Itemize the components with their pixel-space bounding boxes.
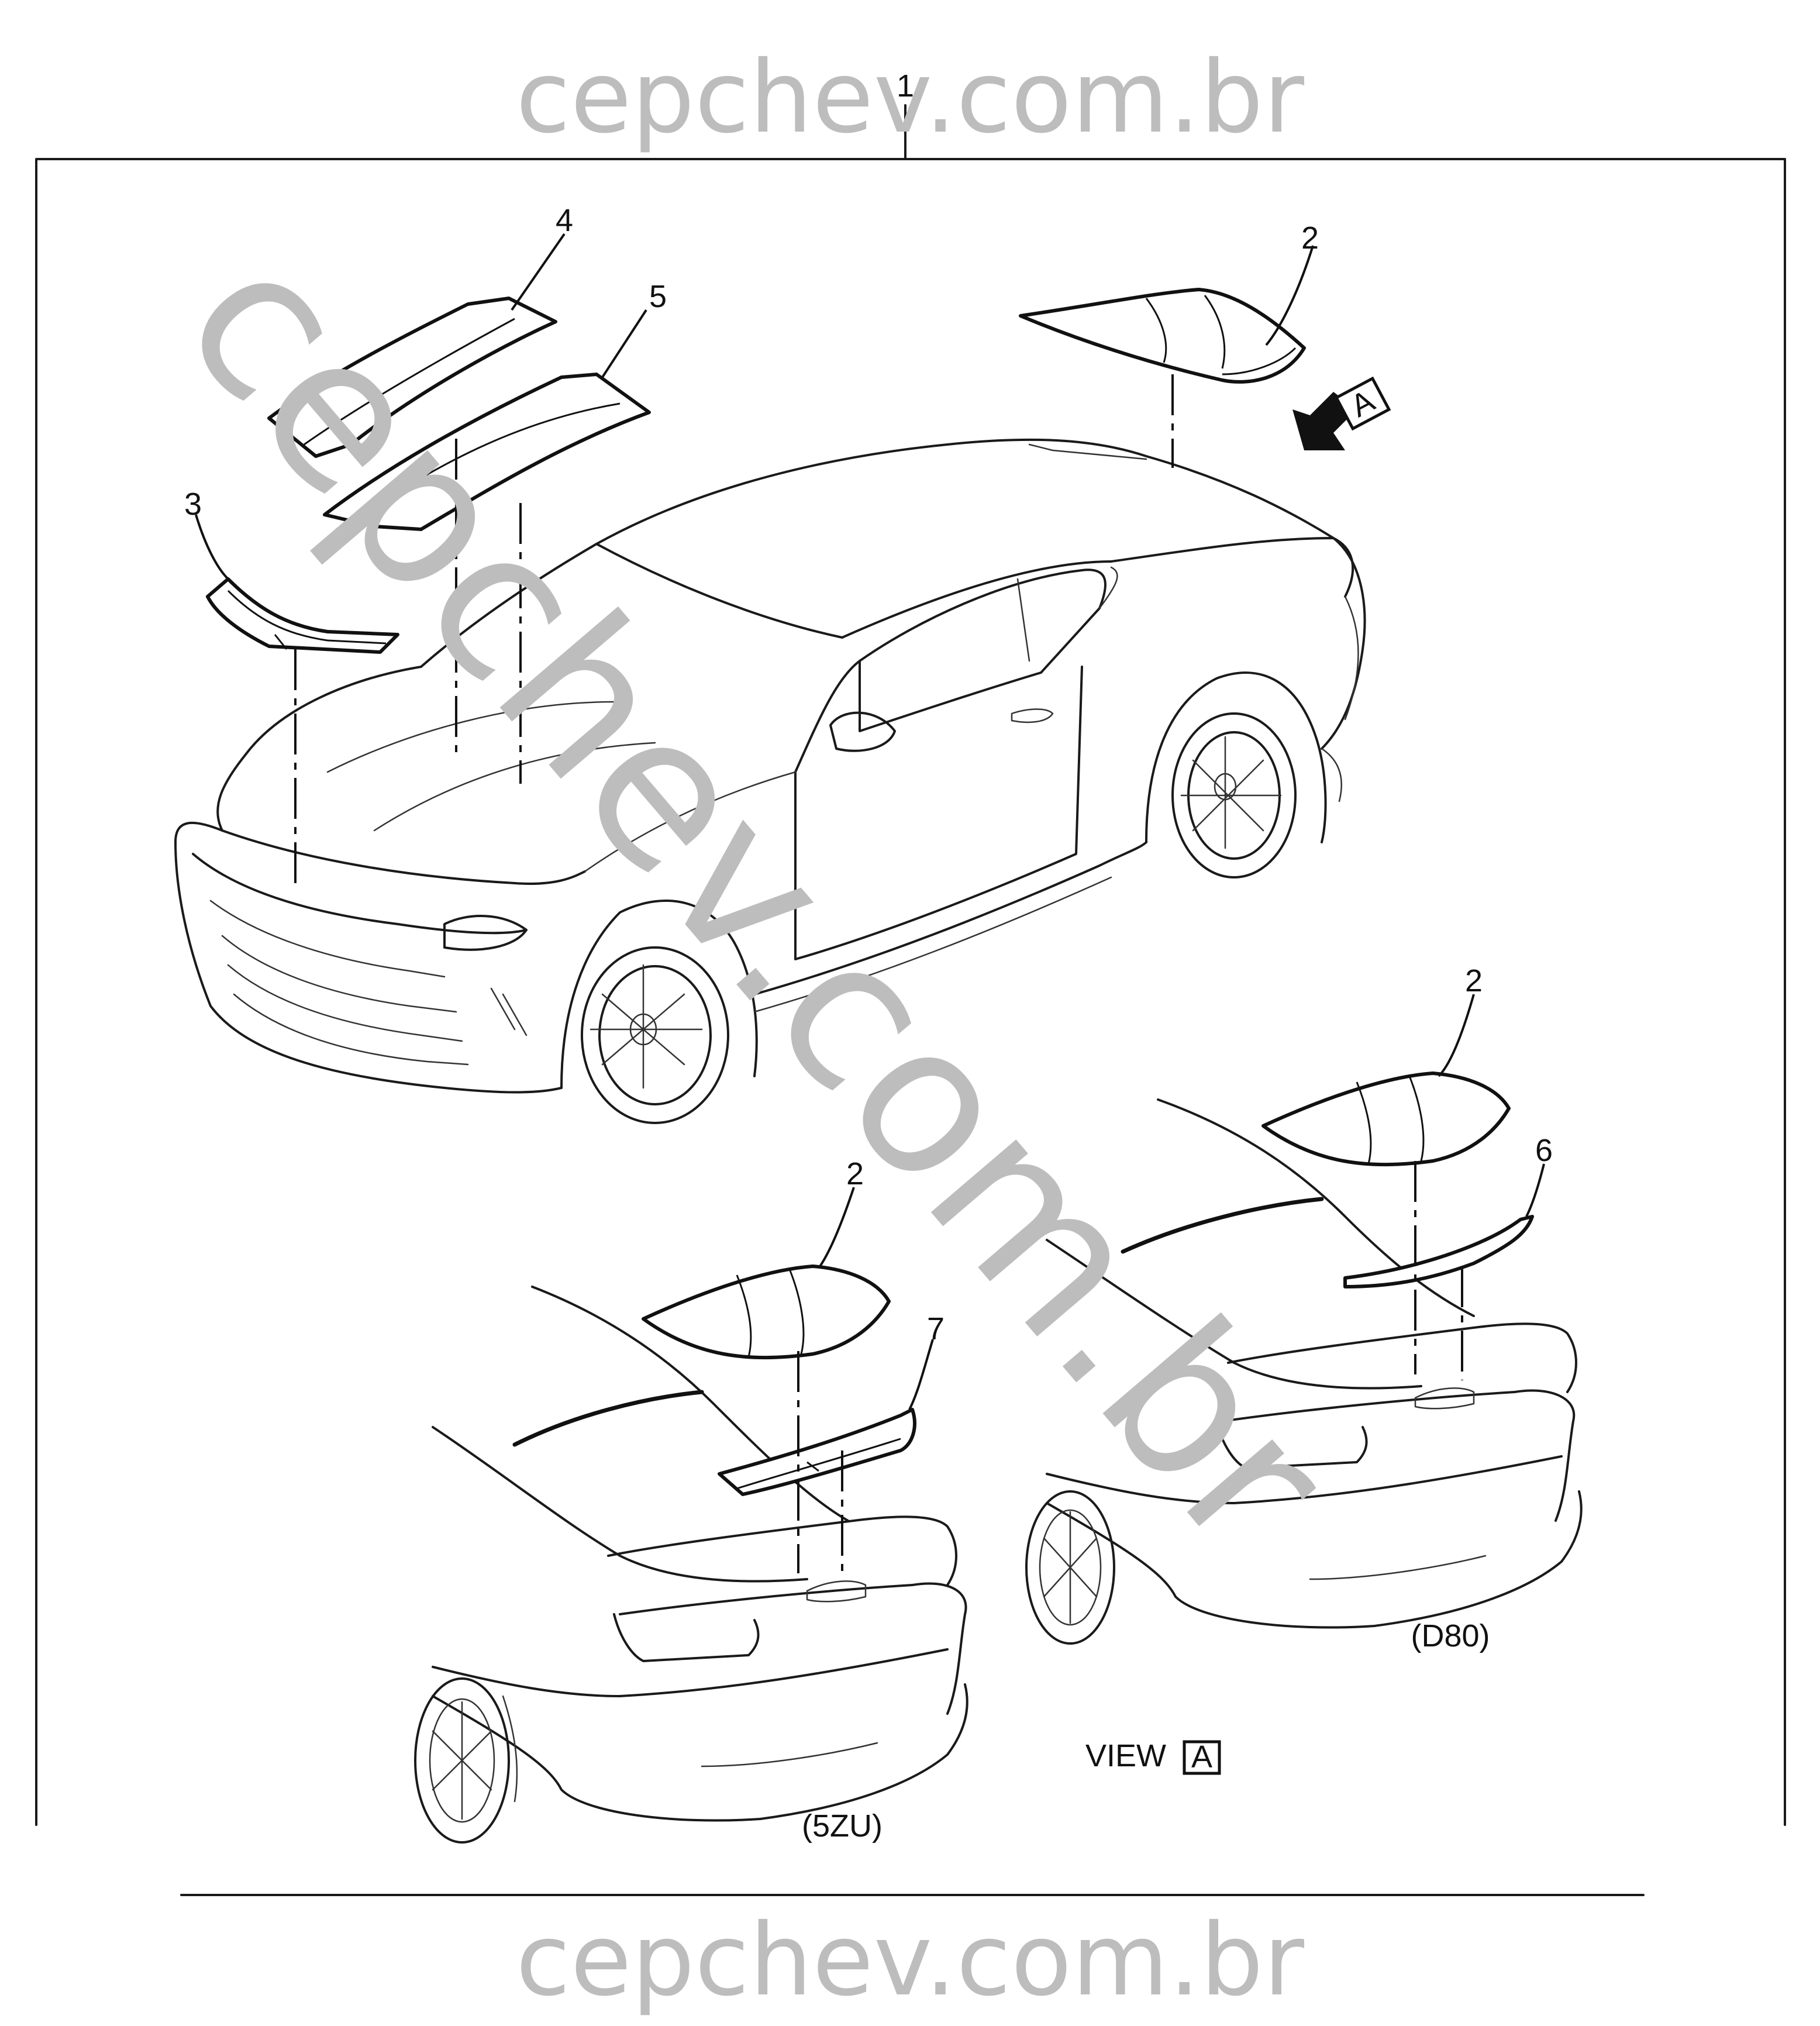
watermark-bottom: cepchev.com.br <box>516 1903 1304 2018</box>
captions: (5ZU) (D80) VIEW A <box>802 1618 1490 1844</box>
part-rear-spoiler-stripe-main[interactable] <box>1019 288 1306 384</box>
callout-numbers: 1 4 5 3 2 2 6 2 7 <box>184 68 1553 1346</box>
car-rear-illustration-5zu <box>414 1286 968 1844</box>
part-hood-stripe-left[interactable] <box>267 297 557 458</box>
option-5zu-label: (5ZU) <box>802 1808 883 1844</box>
part-front-fascia-stripe[interactable] <box>206 577 399 654</box>
callout-front-fascia-stripe: 3 <box>184 487 202 522</box>
part-hood-stripe-right[interactable] <box>323 373 651 531</box>
part-rear-spoiler-stripe-d80[interactable] <box>1261 1071 1511 1167</box>
view-label: VIEW <box>1085 1738 1166 1773</box>
car-rear-illustration-d80 <box>1025 1098 1583 1645</box>
callout-rear-spoiler-stripe-d80: 2 <box>1465 963 1483 998</box>
part-spoiler-stripe-5zu[interactable] <box>718 1408 916 1496</box>
option-d80-label: (D80) <box>1411 1618 1490 1653</box>
callout-assembly: 1 <box>897 68 914 104</box>
view-letter-box <box>1183 1740 1221 1775</box>
callout-rear-spoiler-stripe-main: 2 <box>1301 220 1319 256</box>
part-rear-spoiler-stripe-5zu[interactable] <box>642 1264 891 1360</box>
view-letter: A <box>1191 1739 1212 1775</box>
callout-hood-stripe-left: 4 <box>556 203 573 238</box>
leader-lines <box>195 233 1545 1579</box>
watermark-top: cepchev.com.br <box>516 40 1304 156</box>
view-a-arrow: A <box>1292 376 1391 450</box>
callout-hood-stripe-right: 5 <box>649 279 667 314</box>
assembly-frame <box>35 104 1786 1896</box>
part-spoiler-stripe-d80[interactable] <box>1343 1215 1534 1288</box>
callout-rear-spoiler-stripe-5zu: 2 <box>846 1156 864 1191</box>
callout-spoiler-stripe-5zu: 7 <box>927 1311 945 1346</box>
callout-spoiler-stripe-d80: 6 <box>1535 1133 1553 1168</box>
car-main-illustration <box>174 438 1366 1124</box>
watermark-diagonal: cepchev.com.br <box>139 204 1376 1595</box>
